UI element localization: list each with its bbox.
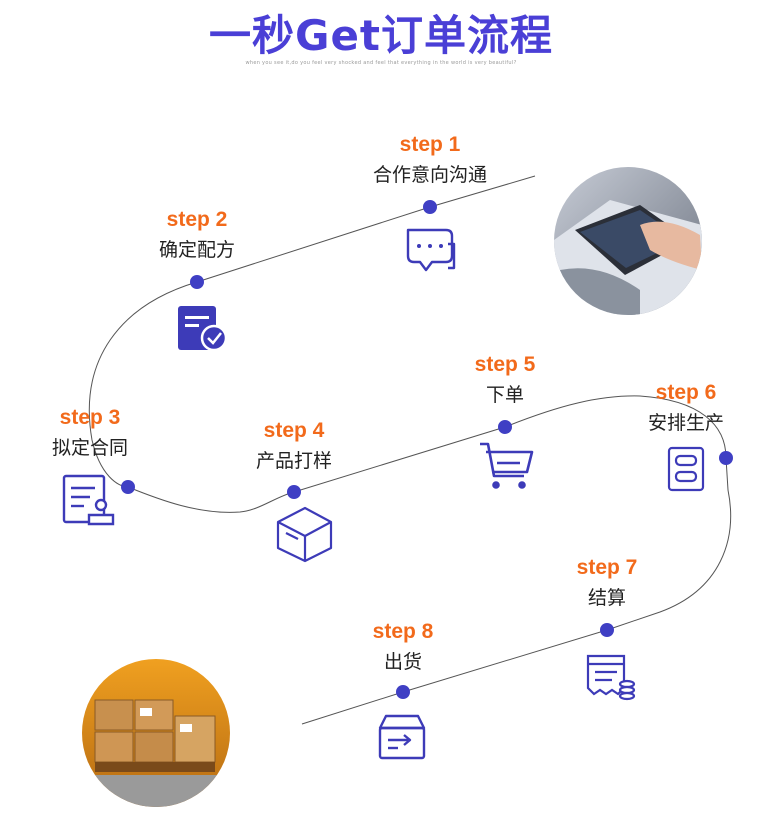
step6-dot: [719, 451, 733, 465]
step7-dot: [600, 623, 614, 637]
shopping-cart-icon: [480, 442, 534, 489]
step-number: step 8: [372, 620, 434, 643]
step-number: step 7: [576, 556, 638, 579]
step-title: 产品打样: [255, 450, 332, 472]
step-number: step 1: [399, 133, 461, 156]
step-title: 结算: [587, 587, 626, 609]
step-number: step 5: [474, 353, 536, 376]
step-title: 确定配方: [158, 239, 235, 261]
bill-coins-icon: [586, 654, 636, 701]
flow-line: [88, 175, 732, 725]
step-8: step 8 出货: [323, 619, 483, 675]
step2-dot: [190, 275, 204, 289]
step-title: 拟定合同: [51, 437, 128, 459]
step-1: step 1 合作意向沟通: [350, 132, 510, 188]
step-2: step 2 确定配方: [117, 207, 277, 263]
box-icon: [276, 506, 333, 563]
page-title: 一秒Get订单流程: [208, 11, 554, 60]
warehouse-boxes-photo: [82, 659, 230, 807]
chat-bubble-icon: [406, 228, 456, 272]
step-title: 下单: [485, 384, 524, 406]
document-check-icon: [178, 306, 228, 352]
step4-dot: [287, 485, 301, 499]
page-subtitle: when you see it,do you feel very shocked…: [245, 60, 517, 66]
production-list-icon: [667, 446, 705, 492]
step3-dot: [121, 480, 135, 494]
tablet-photo: [554, 167, 702, 315]
step-4: step 4 产品打样: [214, 418, 374, 474]
shipping-box-icon: [378, 714, 426, 760]
step-number: step 2: [166, 208, 228, 231]
step-6: step 6 安排生产: [606, 380, 762, 436]
step8-dot: [396, 685, 410, 699]
step-number: step 3: [59, 406, 121, 429]
step-3: step 3 拟定合同: [10, 405, 170, 461]
step-number: step 6: [655, 381, 717, 404]
step-title: 安排生产: [647, 412, 724, 434]
step-7: step 7 结算: [527, 555, 687, 611]
step1-dot: [423, 200, 437, 214]
step-title: 出货: [383, 651, 422, 673]
contract-seal-icon: [62, 474, 115, 526]
step5-dot: [498, 420, 512, 434]
step-5: step 5 下单: [425, 352, 585, 408]
step-title: 合作意向沟通: [372, 164, 487, 186]
step-number: step 4: [263, 419, 325, 442]
